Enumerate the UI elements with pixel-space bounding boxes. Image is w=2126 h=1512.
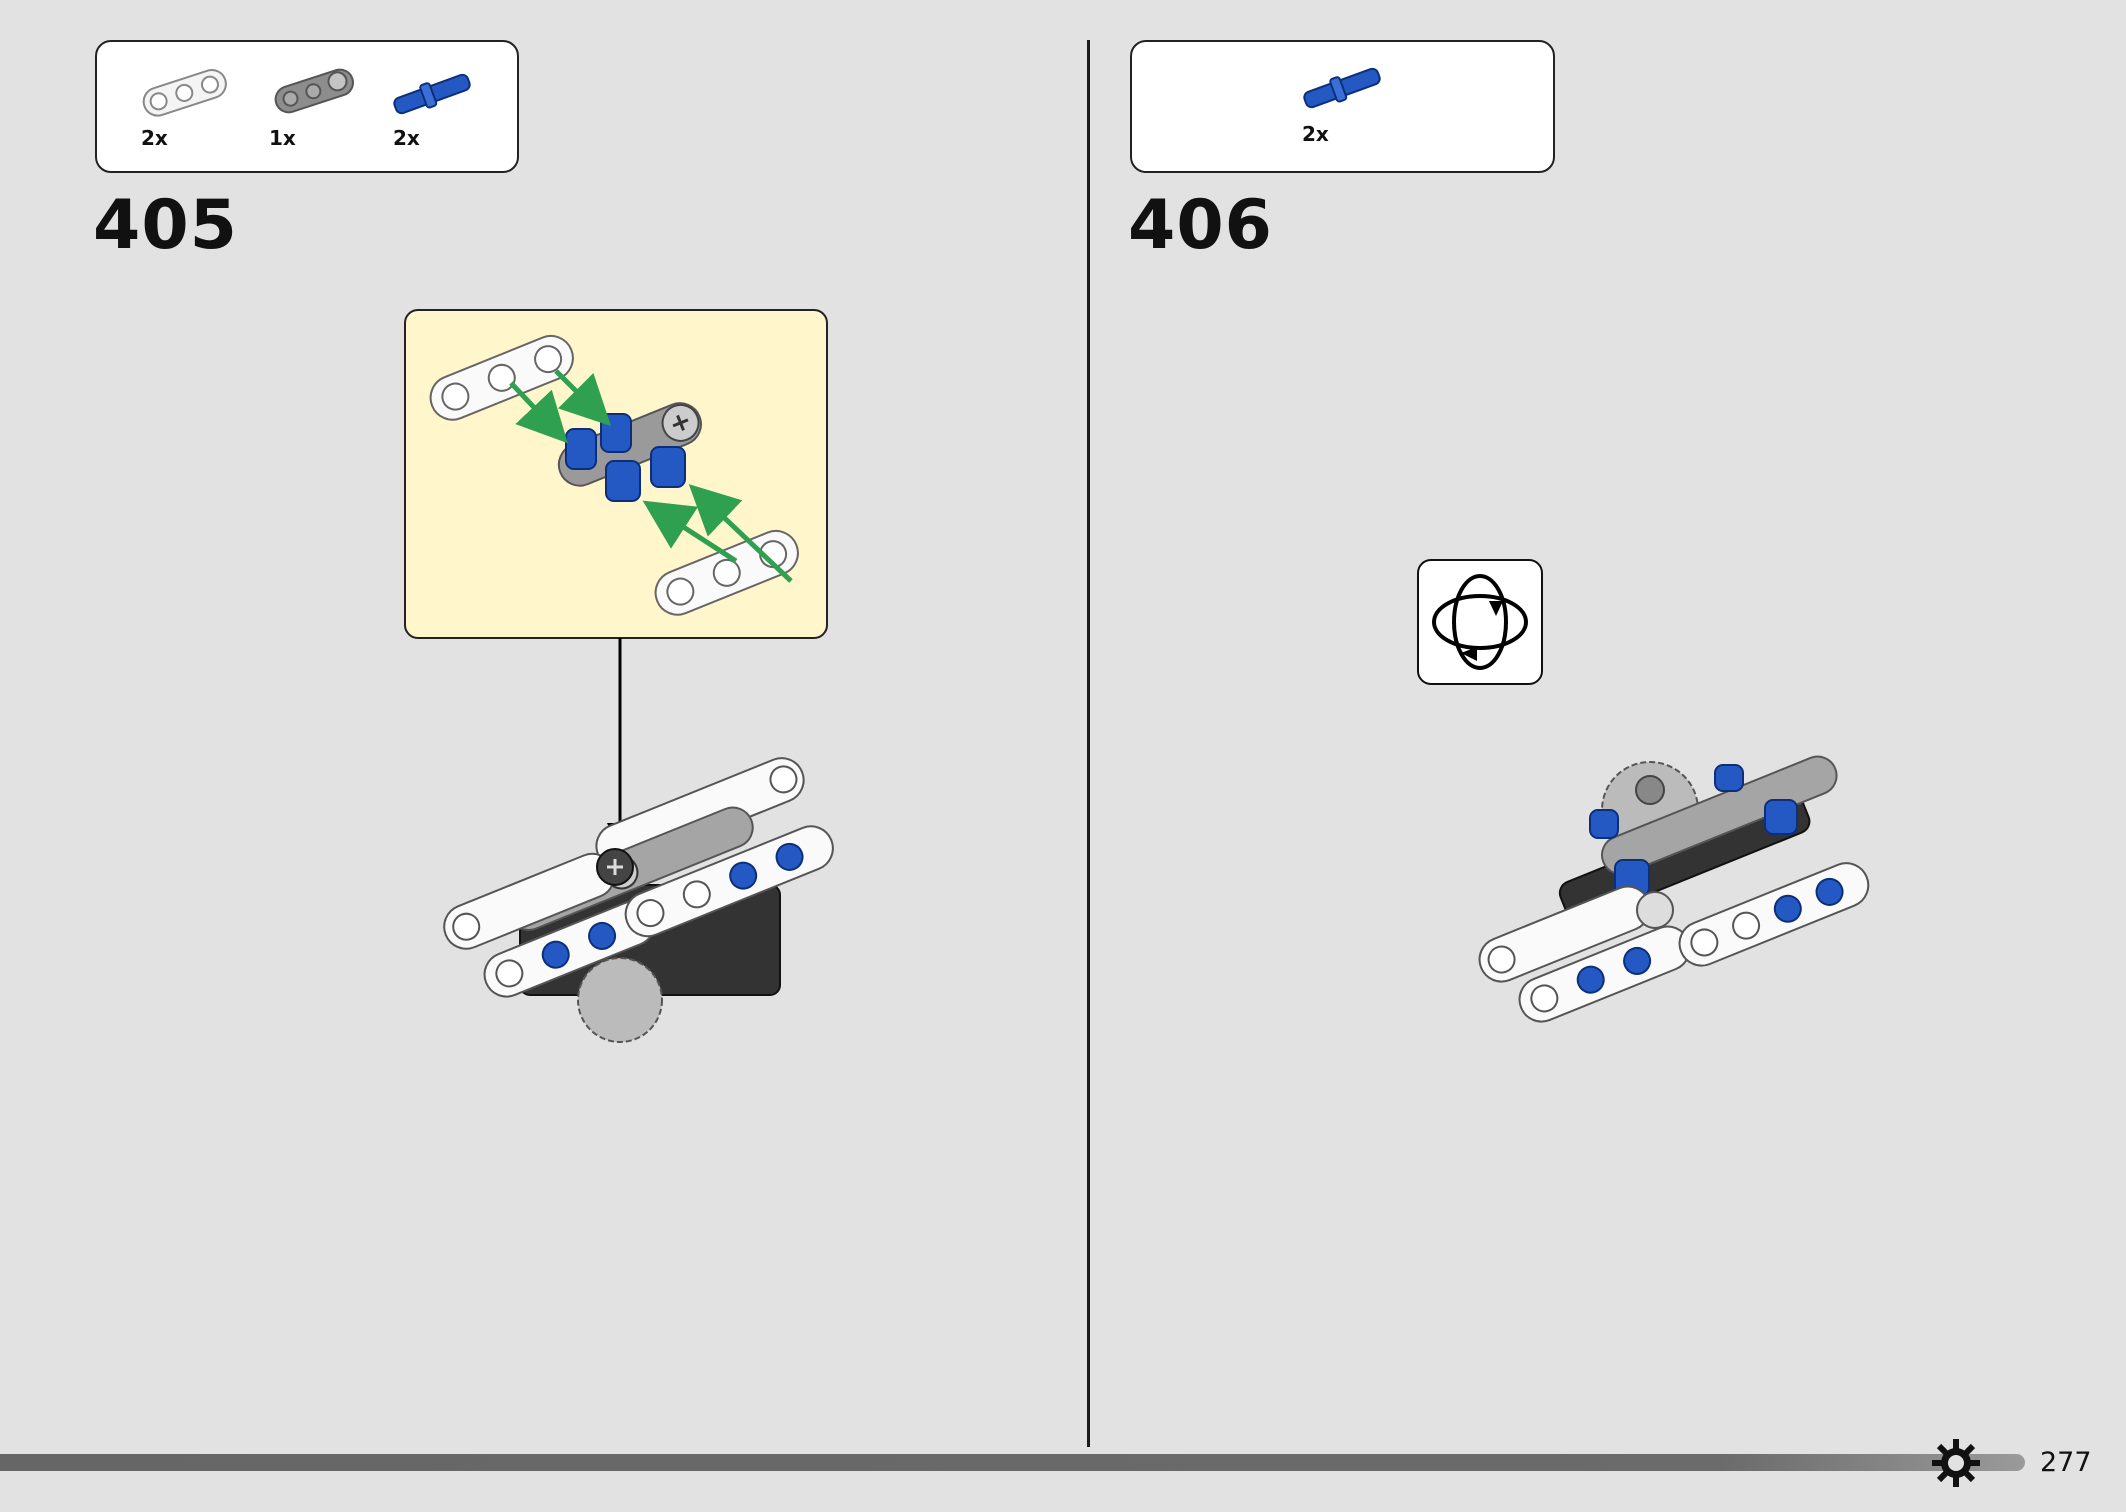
model-assembly-406 — [1478, 755, 1870, 1023]
page-number: 277 — [2040, 1447, 2092, 1478]
step-number-405: 405 — [93, 186, 238, 265]
part-qty-1: 2x — [1302, 122, 1329, 146]
gear-icon — [1932, 1439, 1980, 1487]
blue-axle-pin-icon — [1303, 67, 1381, 109]
grey-connector-liftarm-icon — [274, 68, 354, 114]
sub-assembly-illustration — [429, 335, 799, 616]
sub-assembly-callout — [404, 309, 828, 639]
part-qty-3: 2x — [393, 126, 420, 150]
rotate-model-icon — [1432, 574, 1528, 670]
footer-progress-bar — [0, 1454, 2025, 1471]
blue-axle-pin-icon — [393, 73, 471, 115]
parts-list-step-405: 2x 1x 2x — [95, 40, 519, 173]
step-number-406: 406 — [1128, 186, 1273, 265]
white-3-liftarm-icon — [142, 68, 227, 117]
page-divider — [1087, 40, 1090, 1447]
rotate-model-indicator — [1417, 559, 1543, 685]
model-assembly-405 — [443, 757, 834, 1043]
part-qty-1: 2x — [141, 126, 168, 150]
part-qty-2: 1x — [269, 126, 296, 150]
parts-list-step-406: 2x — [1130, 40, 1555, 173]
